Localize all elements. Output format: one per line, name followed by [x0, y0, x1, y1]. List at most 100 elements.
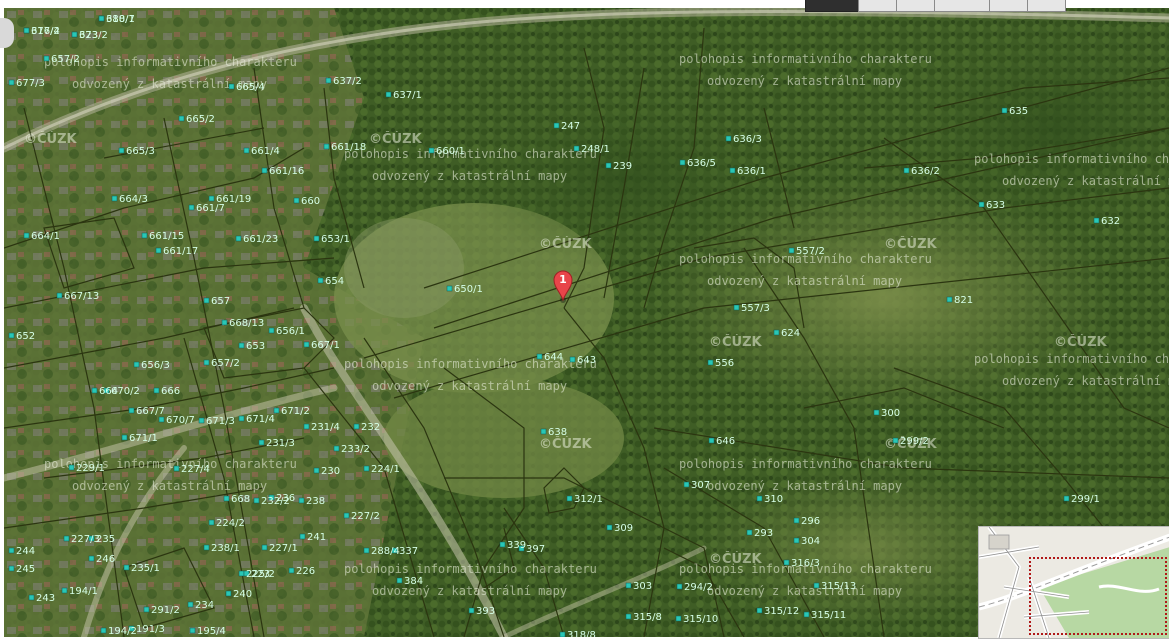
parcel-line	[763, 107, 795, 229]
parcel-number-label: 315/13	[821, 581, 856, 592]
side-panel-handle[interactable]	[0, 18, 14, 48]
parcel-point	[566, 495, 573, 502]
parcel-number-label: 241	[307, 532, 326, 543]
parcel-point	[153, 387, 160, 394]
parcel-point	[143, 606, 150, 613]
parcel-number-label: 234	[195, 600, 214, 611]
parcel-point	[606, 524, 613, 531]
aerial-imagery	[4, 8, 1169, 637]
parcel-number-label: 291/2	[151, 605, 180, 616]
parcel-point	[783, 559, 790, 566]
parcel-line	[4, 147, 305, 249]
parcel-point	[978, 201, 985, 208]
parcel-number-label: 670/2	[111, 386, 140, 397]
parcel-number-label: 235	[96, 534, 115, 545]
parcel-number-label: 673/2	[79, 30, 108, 41]
parcel-point	[188, 204, 195, 211]
parcel-number-label: 665/4	[236, 82, 265, 93]
parcel-point	[793, 537, 800, 544]
parcel-point	[353, 423, 360, 430]
parcel-point	[258, 439, 265, 446]
parcel-number-label: 309	[614, 523, 633, 534]
parcel-line	[4, 367, 335, 429]
parcel-point	[225, 590, 232, 597]
parcel-number-label: 636/3	[733, 134, 762, 145]
parcel-number-label: 227/1	[269, 543, 298, 554]
parcel-point	[61, 587, 68, 594]
parcel-line	[4, 257, 335, 309]
mode-button-2[interactable]	[896, 0, 935, 12]
parcel-point	[385, 91, 392, 98]
parcel-point	[223, 495, 230, 502]
parcel-number-label: 339	[507, 540, 526, 551]
mode-button-3[interactable]	[934, 0, 990, 12]
parcel-number-label: 661/23	[243, 234, 278, 245]
parcel-number-label: 654	[325, 276, 344, 287]
parcel-point	[23, 232, 30, 239]
parcel-number-label: 236	[276, 493, 295, 504]
parcel-line	[693, 237, 805, 329]
parcel-number-label: 677/4	[31, 26, 60, 37]
parcel-number-label: 652	[16, 331, 35, 342]
parcel-point	[261, 167, 268, 174]
parcel-point	[88, 555, 95, 562]
overview-map-graphic	[979, 527, 1169, 638]
parcel-point	[8, 547, 15, 554]
watermark-text: polohopis informativního charakteru	[344, 147, 597, 161]
parcel-number-label: 246	[96, 554, 115, 565]
parcel-line	[563, 47, 605, 309]
parcel-point	[128, 407, 135, 414]
parcel-point	[8, 565, 15, 572]
location-marker[interactable]: 1	[553, 270, 573, 303]
parcel-line	[4, 487, 265, 529]
mode-button-aerial[interactable]	[805, 0, 859, 12]
parcel-number-label: 671/3	[206, 416, 235, 427]
parcel-point	[293, 197, 300, 204]
parcel-point	[569, 356, 576, 363]
parcel-point	[303, 341, 310, 348]
parcel-point	[553, 122, 560, 129]
mode-button-5[interactable]	[1027, 0, 1066, 12]
parcel-point	[128, 625, 135, 632]
parcel-point	[208, 195, 215, 202]
parcel-number-label: 299/2	[900, 436, 929, 447]
parcel-number-label: 318/8	[567, 630, 596, 637]
parcel-number-label: 310	[764, 494, 783, 505]
parcel-number-label: 194/2	[108, 626, 137, 637]
parcel-number-label: 318/7	[106, 14, 135, 25]
cadastral-map[interactable]: ©ČÚZK©ČÚZK©ČÚZK©ČÚZK©ČÚZK©ČÚZK©ČÚZK©ČÚZK…	[4, 8, 1169, 637]
parcel-number-label: 661/4	[251, 146, 280, 157]
parcel-number-label: 664/3	[119, 194, 148, 205]
watermark-text: polohopis informativního charakteru	[974, 352, 1169, 366]
parcel-point	[343, 512, 350, 519]
watermark-brand: ©ČÚZK	[709, 551, 763, 567]
parcel-point	[235, 235, 242, 242]
parcel-point	[228, 83, 235, 90]
mode-button-4[interactable]	[989, 0, 1028, 12]
parcel-number-label: 661/17	[163, 246, 198, 257]
parcel-line	[653, 427, 1169, 479]
parcel-number-label: 315/10	[683, 614, 718, 625]
parcel-point	[946, 296, 953, 303]
overview-viewport-frame[interactable]	[1029, 557, 1167, 635]
parcel-number-label: 638	[548, 427, 567, 438]
map-mode-switcher	[805, 0, 1066, 12]
parcel-point	[625, 613, 632, 620]
parcel-point	[238, 342, 245, 349]
cadastral-watermarks: ©ČÚZK©ČÚZK©ČÚZK©ČÚZK©ČÚZK©ČÚZK©ČÚZK©ČÚZK…	[24, 52, 1169, 598]
parcel-number-label: 296	[801, 516, 820, 527]
parcel-point	[446, 285, 453, 292]
parcel-number-label: 238	[306, 496, 325, 507]
parcel-point	[268, 494, 275, 501]
watermark-text: odvozený z katastrální mapy	[707, 584, 902, 598]
parcel-point	[725, 135, 732, 142]
parcel-point	[198, 417, 205, 424]
parcel-number-label: 636/1	[737, 166, 766, 177]
parcel-number-label: 288/4	[371, 546, 400, 557]
parcel-number-label: 666	[161, 386, 180, 397]
parcel-point	[43, 55, 50, 62]
parcel-number-label: 239	[613, 161, 632, 172]
mode-button-1[interactable]	[858, 0, 897, 12]
watermark-text: polohopis informativního charakteru	[344, 357, 597, 371]
overview-minimap[interactable]	[978, 526, 1169, 639]
